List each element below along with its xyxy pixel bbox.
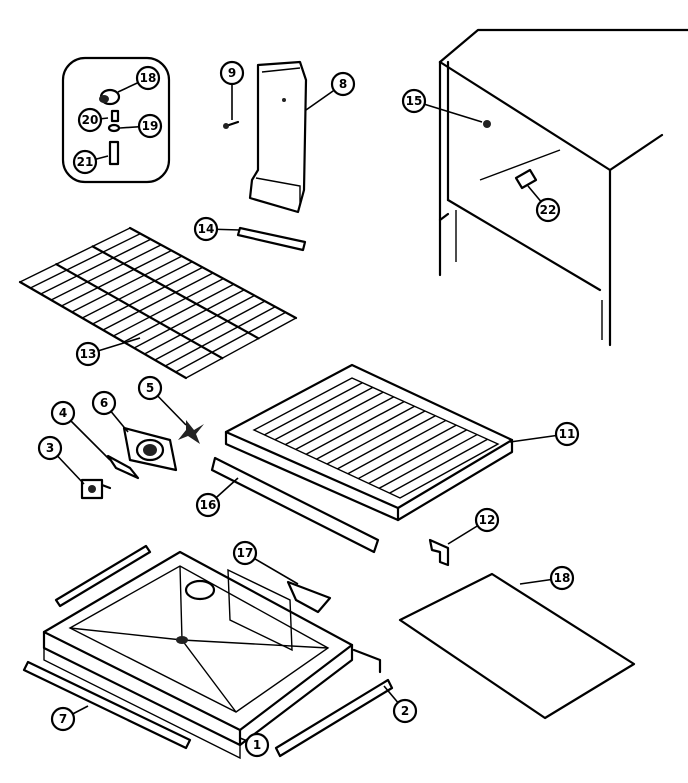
callout-circle: [50, 706, 76, 732]
callout-circle: [193, 216, 219, 242]
callout-circle: [219, 60, 245, 86]
callout-4: 4: [50, 400, 76, 426]
trim-part: [210, 456, 380, 554]
callout-21: 21: [72, 149, 98, 175]
callout-circle: [72, 149, 98, 175]
callout-20: 20: [77, 107, 103, 133]
callout-circle: [50, 400, 76, 426]
bar-part: [236, 226, 307, 252]
callout-circle: [232, 540, 258, 566]
callout-circle: [549, 565, 575, 591]
callout-label: 5: [146, 381, 154, 395]
callout-label: 6: [100, 396, 108, 410]
callout-label: 18: [554, 571, 571, 585]
callout-22: 22: [535, 197, 561, 223]
callout-3: 3: [37, 435, 63, 461]
callout-label: 11: [559, 427, 576, 441]
callout-circle: [474, 507, 500, 533]
callout-label: 12: [479, 513, 496, 527]
small-bracket: [106, 454, 140, 480]
callout-5: 5: [137, 375, 163, 401]
callout-circle: [392, 698, 418, 724]
wire-shelf: [18, 226, 298, 380]
callout-label: 19: [142, 119, 159, 133]
inset-group: [61, 56, 171, 184]
callout-circle: [401, 88, 427, 114]
callout-18: 18: [135, 65, 161, 91]
callout-label: 8: [339, 77, 347, 91]
callout-15: 15: [401, 88, 427, 114]
callout-circle: [37, 435, 63, 461]
rails: [22, 544, 394, 758]
callout-label: 17: [237, 546, 254, 560]
fan-blade: [178, 420, 204, 444]
callout-circle: [195, 492, 221, 518]
callout-14: 14: [193, 216, 219, 242]
callout-label: 16: [200, 498, 217, 512]
callout-circle: [137, 375, 163, 401]
callout-circle: [135, 65, 161, 91]
callout-circle: [554, 421, 580, 447]
callout-circle: [535, 197, 561, 223]
callout-label: 14: [198, 222, 215, 236]
panel-part: [248, 60, 308, 214]
plate-part: [286, 580, 332, 614]
callout-label: 9: [228, 66, 236, 80]
callout-label: 20: [82, 113, 99, 127]
callout-2: 2: [392, 698, 418, 724]
callout-7: 7: [50, 706, 76, 732]
callout-label: 18: [140, 71, 157, 85]
cover-panel: [398, 572, 636, 720]
callout-1: 1: [244, 732, 270, 758]
callout-circle: [91, 390, 117, 416]
fan-bracket: [122, 426, 178, 472]
clip-bracket: [428, 538, 450, 567]
callout-circle: [137, 113, 163, 139]
callout-circle: [244, 732, 270, 758]
callout-circle: [75, 341, 101, 367]
callout-circle: [330, 71, 356, 97]
callout-17: 17: [232, 540, 258, 566]
callout-6: 6: [91, 390, 117, 416]
callout-8: 8: [330, 71, 356, 97]
base-pan: [42, 550, 354, 760]
callout-12: 12: [474, 507, 500, 533]
fan-motor: [80, 478, 112, 500]
callout-11: 11: [554, 421, 580, 447]
callout-label: 22: [540, 203, 557, 217]
tray-part: [224, 363, 514, 522]
callout-label: 7: [59, 712, 67, 726]
callout-circle: [77, 107, 103, 133]
callout-label: 4: [59, 406, 67, 420]
callout-label: 3: [46, 441, 54, 455]
callout-9: 9: [219, 60, 245, 86]
callout-19: 19: [137, 113, 163, 139]
screw-part: [223, 120, 240, 129]
callout-18: 18: [549, 565, 575, 591]
callout-label: 15: [406, 94, 423, 108]
callout-16: 16: [195, 492, 221, 518]
callout-13: 13: [75, 341, 101, 367]
callout-label: 2: [401, 704, 409, 718]
cabinet-part: [438, 28, 688, 347]
callout-label: 13: [80, 347, 97, 361]
callout-label: 1: [253, 738, 261, 752]
callout-label: 21: [77, 155, 94, 169]
